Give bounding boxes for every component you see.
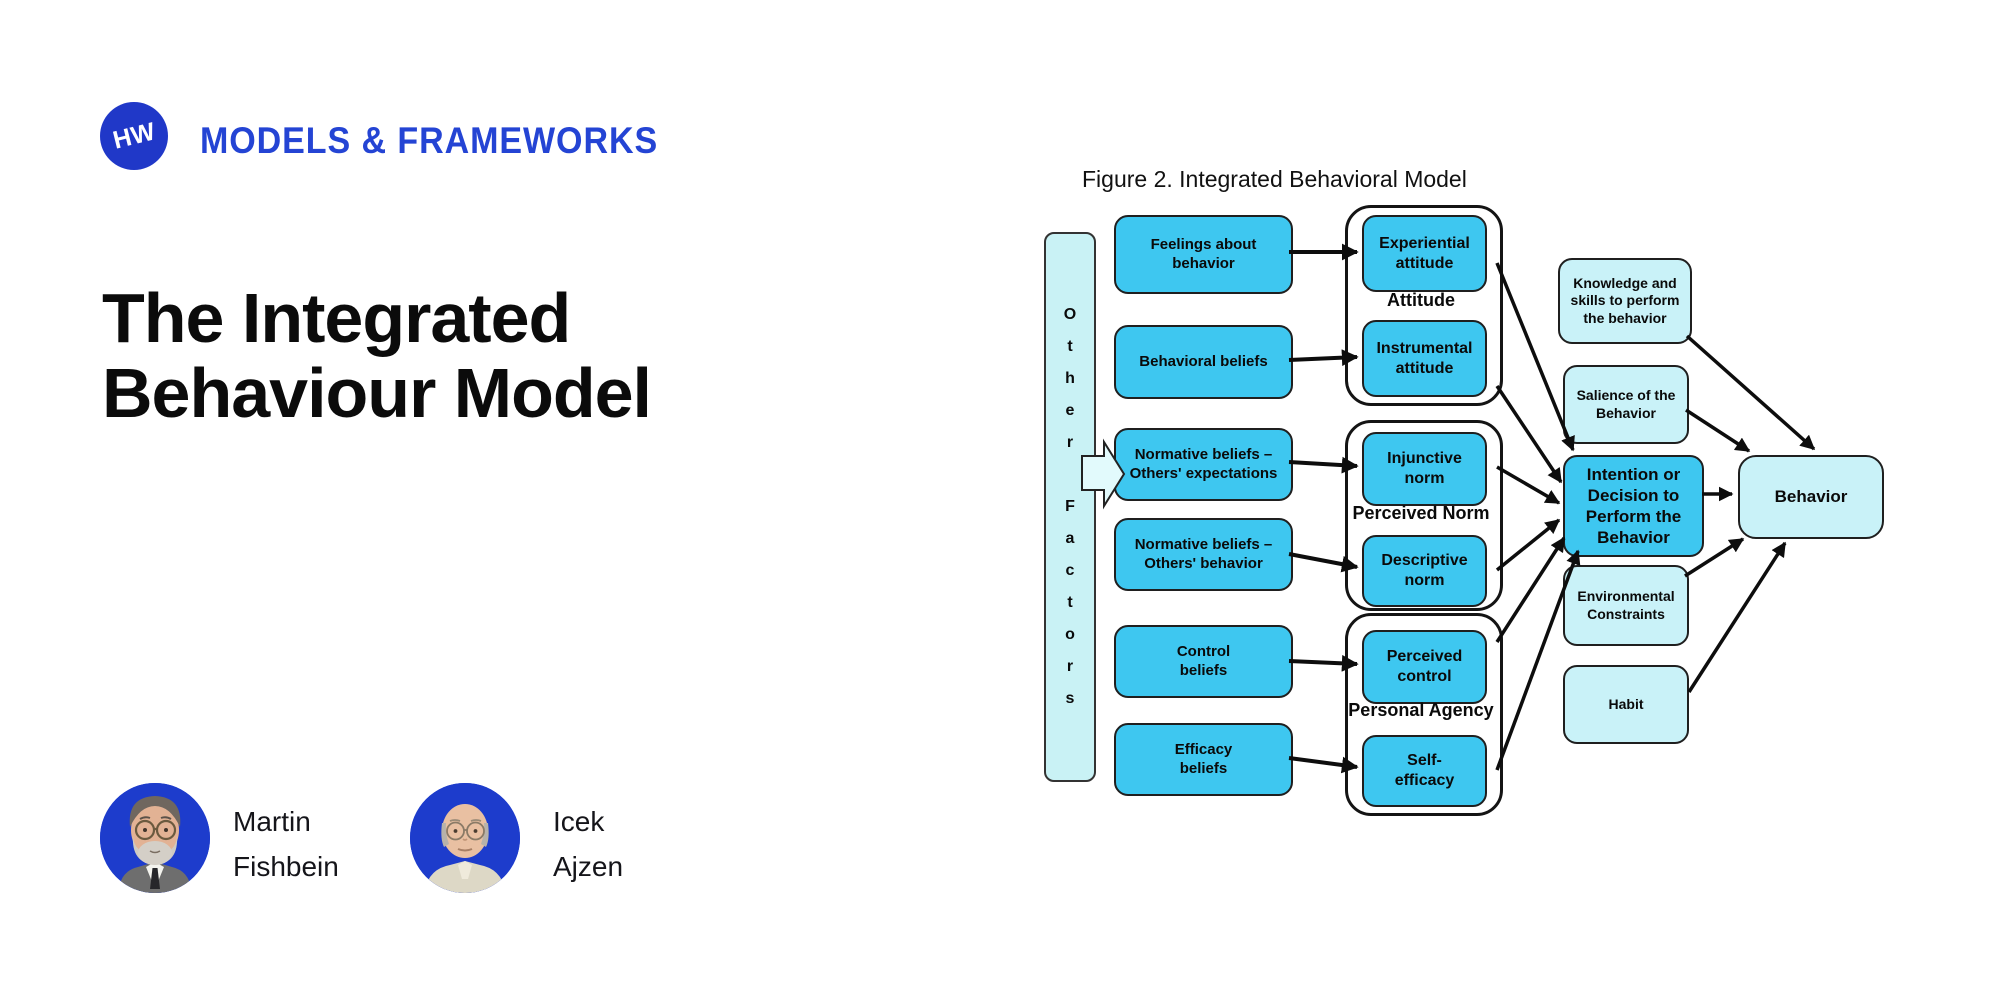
node-control-beliefs: Control beliefs [1114,625,1293,698]
node-experiential-attitude: Experiential attitude [1362,215,1487,292]
node-habit: Habit [1563,665,1689,744]
page-title: The Integrated Behaviour Model [102,279,652,432]
node-behavior: Behavior [1738,455,1884,539]
node-behavioral-beliefs: Behavioral beliefs [1114,325,1293,399]
martin-fishbein-portrait-icon [100,783,210,893]
figure-caption: Figure 2. Integrated Behavioral Model [1082,166,1467,192]
node-normative-beliefs-expectations: Normative beliefs – Others' expectations [1114,428,1293,501]
integrated-behavioral-model-figure: Figure 2. Integrated Behavioral Model O … [1030,130,1920,830]
brand-logo-initials: HW [109,116,158,155]
node-injunctive-norm: Injunctive norm [1362,432,1487,506]
brand-label: MODELS & FRAMEWORKS [200,120,659,161]
other-factors-label: O t h e r F a c t o r s [1063,306,1077,707]
author-name-martin-fishbein: Martin Fishbein [233,806,339,882]
node-descriptive-norm: Descriptive norm [1362,535,1487,607]
node-self-efficacy: Self- efficacy [1362,735,1487,807]
node-feelings-about-behavior: Feelings about behavior [1114,215,1293,294]
node-environmental-constraints: Environmental Constraints [1563,565,1689,646]
author-name-icek-ajzen: Icek Ajzen [553,806,624,882]
node-knowledge-and-skills: Knowledge and skills to perform the beha… [1558,258,1692,344]
node-efficacy-beliefs: Efficacy beliefs [1114,723,1293,796]
group-label-attitude: Attitude [1387,290,1455,310]
node-salience-of-behavior: Salience of the Behavior [1563,365,1689,444]
icek-ajzen-portrait-icon [410,783,520,893]
node-intention-decision: Intention or Decision to Perform the Beh… [1563,455,1704,557]
group-label-perceived-norm: Perceived Norm [1352,503,1490,523]
martin-fishbein-avatar [100,783,210,893]
group-label-personal-agency: Personal Agency [1348,700,1494,720]
node-instrumental-attitude: Instrumental attitude [1362,320,1487,397]
node-normative-beliefs-behavior: Normative beliefs – Others' behavior [1114,518,1293,591]
icek-ajzen-avatar [410,783,520,893]
node-perceived-control: Perceived control [1362,630,1487,704]
other-factors-bar: O t h e r F a c t o r s [1044,232,1096,782]
brand-logo: HW [100,102,168,170]
